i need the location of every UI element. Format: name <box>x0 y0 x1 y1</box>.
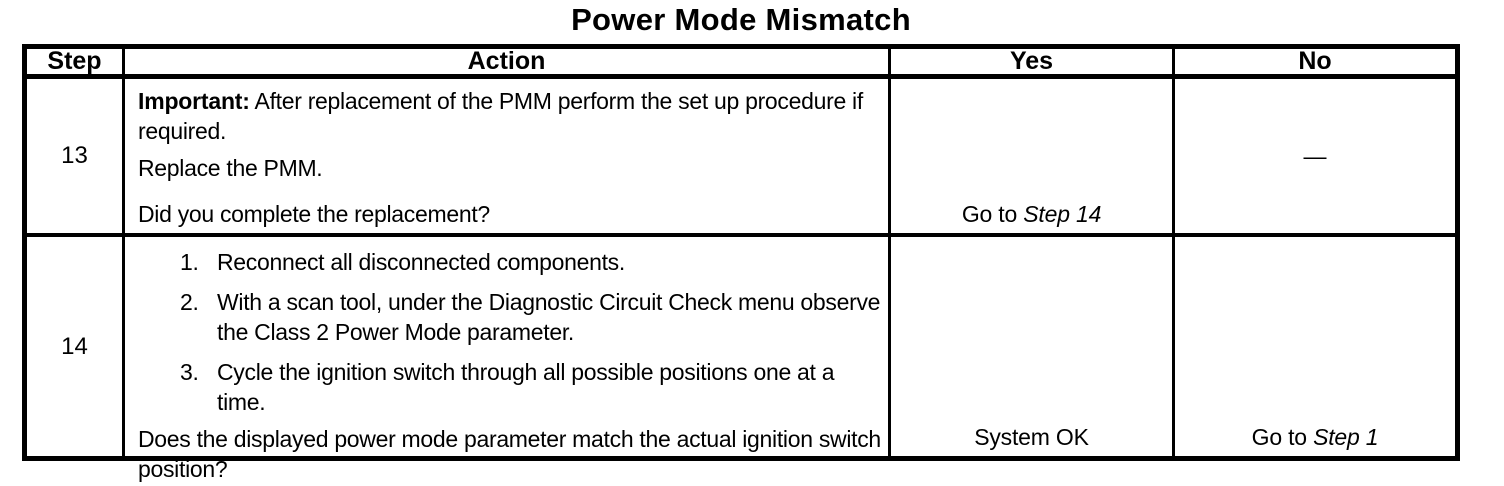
column-header-yes: Yes <box>891 47 1175 79</box>
column-header-action: Action <box>125 47 891 79</box>
no-answer-14-prefix: Go to <box>1251 424 1314 450</box>
yes-answer-13-target: Step 14 <box>1023 201 1102 227</box>
action-instruction: Replace the PMM. <box>138 155 323 181</box>
no-answer-13-dash: — <box>1303 142 1327 169</box>
list-item-2-text: With a scan tool, under the Diagnostic C… <box>217 289 881 345</box>
yes-answer-13: Go to Step 14 <box>961 201 1102 228</box>
important-label: Important: <box>138 88 250 114</box>
no-cell-step-13: — <box>1175 79 1455 237</box>
list-item-1-number: 1. <box>180 249 199 275</box>
column-header-no: No <box>1175 47 1455 79</box>
yes-answer-14: System OK <box>974 424 1089 450</box>
action-question-14: Does the displayed power mode parameter … <box>138 426 881 482</box>
action-list-item-3: 3. Cycle the ignition switch through all… <box>180 357 882 417</box>
action-list-item-2: 2. With a scan tool, under the Diagnosti… <box>180 287 882 347</box>
list-item-3-number: 3. <box>180 359 199 385</box>
action-cell-step-13: Important: After replacement of the PMM … <box>125 79 891 237</box>
important-text: After replacement of the PMM perform the… <box>138 88 863 144</box>
no-answer-14: Go to Step 1 <box>1252 424 1379 451</box>
diagnostic-table: Step Action Yes No 13 Important: After r… <box>22 44 1460 482</box>
action-list-item-1: 1. Reconnect all disconnected components… <box>180 247 882 277</box>
no-cell-step-14: Go to Step 1 <box>1175 237 1455 456</box>
page-title: Power Mode Mismatch <box>571 2 911 37</box>
action-question-13: Did you complete the replacement? <box>138 201 490 227</box>
important-note: Important: After replacement of the PMM … <box>138 86 882 146</box>
list-item-2-number: 2. <box>180 289 199 315</box>
yes-answer-13-prefix: Go to <box>961 201 1024 227</box>
list-item-1-text: Reconnect all disconnected components. <box>217 249 625 275</box>
yes-cell-step-13: Go to Step 14 <box>891 79 1175 237</box>
step-number-13: 13 <box>27 79 125 237</box>
list-item-3-text: Cycle the ignition switch through all po… <box>217 359 835 415</box>
column-header-step: Step <box>27 47 125 79</box>
step-number-14: 14 <box>27 237 125 456</box>
no-answer-14-target: Step 1 <box>1313 424 1379 450</box>
yes-cell-step-14: System OK <box>891 237 1175 456</box>
action-cell-step-14: 1. Reconnect all disconnected components… <box>125 237 891 482</box>
step-13-value: 13 <box>61 142 88 169</box>
step-14-value: 14 <box>61 332 88 360</box>
